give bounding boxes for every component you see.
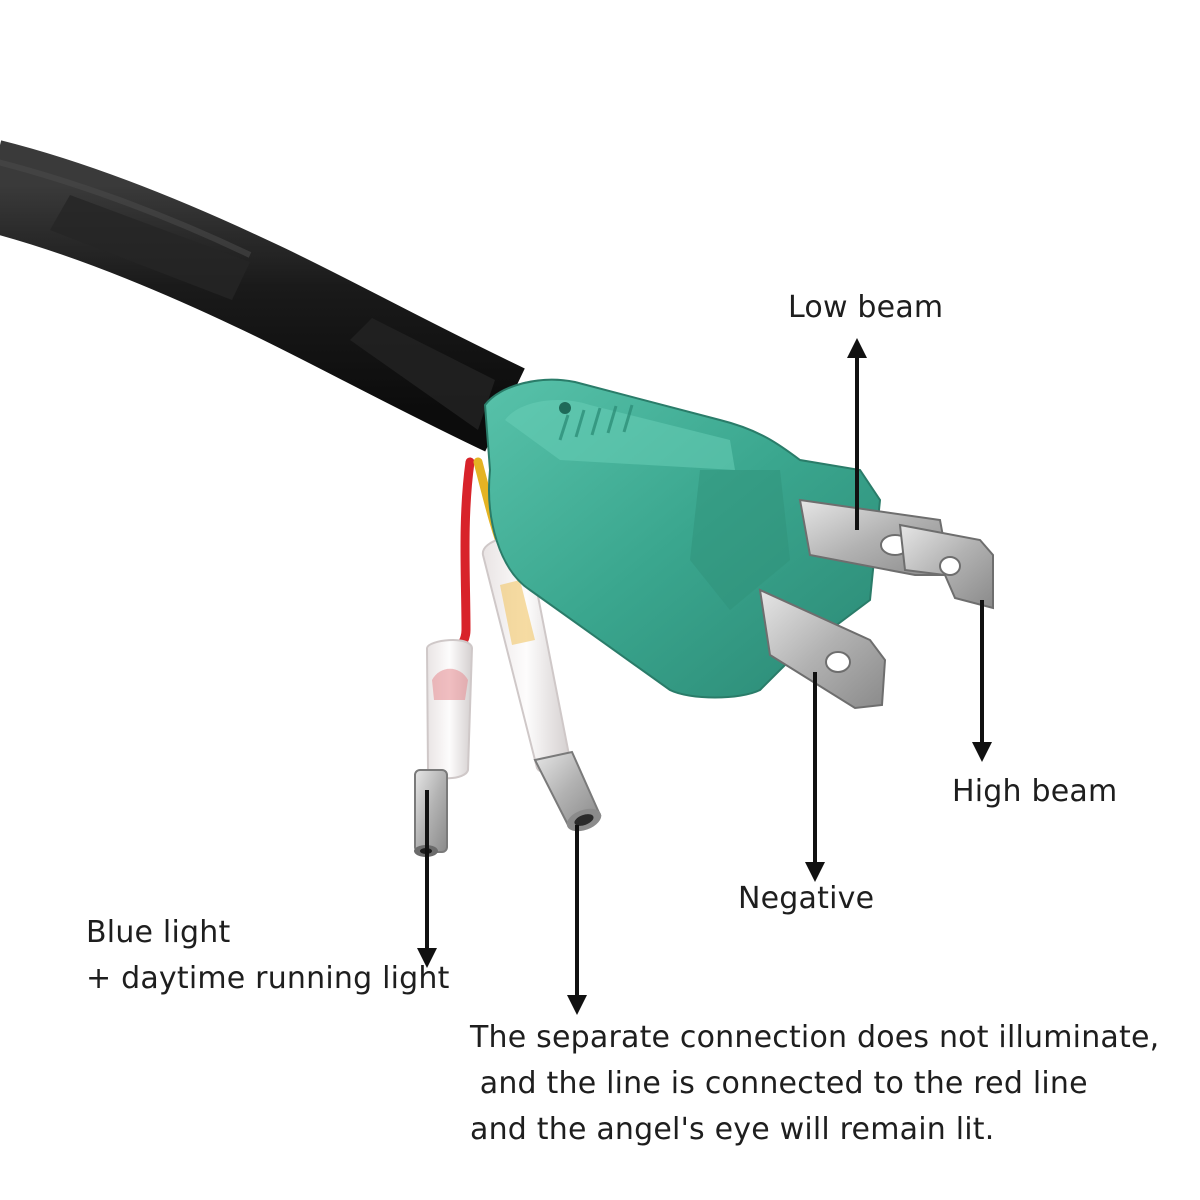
separate-connection-terminal (481, 536, 602, 832)
arrows (417, 338, 992, 1015)
blue-light-label: Blue light + daytime running light (86, 910, 450, 1002)
high-beam-pin (898, 523, 994, 610)
separate-connection-label: The separate connection does not illumin… (470, 1015, 1159, 1153)
red-wire (445, 457, 475, 665)
pins (758, 498, 994, 710)
blue-light-terminal (414, 639, 474, 857)
cable (0, 140, 525, 452)
separate-connection-label-line: and the angel's eye will remain lit. (470, 1112, 995, 1147)
separate-connection-label-line: The separate connection does not illumin… (470, 1020, 1160, 1055)
high-beam-label: High beam (952, 774, 1118, 809)
blue-light-label-line: Blue light (86, 915, 231, 950)
negative-pin (758, 588, 887, 710)
negative-label: Negative (738, 881, 875, 916)
low-beam-label: Low beam (788, 290, 944, 325)
separate-connection-label-line: and the line is connected to the red lin… (470, 1066, 1088, 1101)
blue-light-label-line: + daytime running light (86, 961, 450, 996)
